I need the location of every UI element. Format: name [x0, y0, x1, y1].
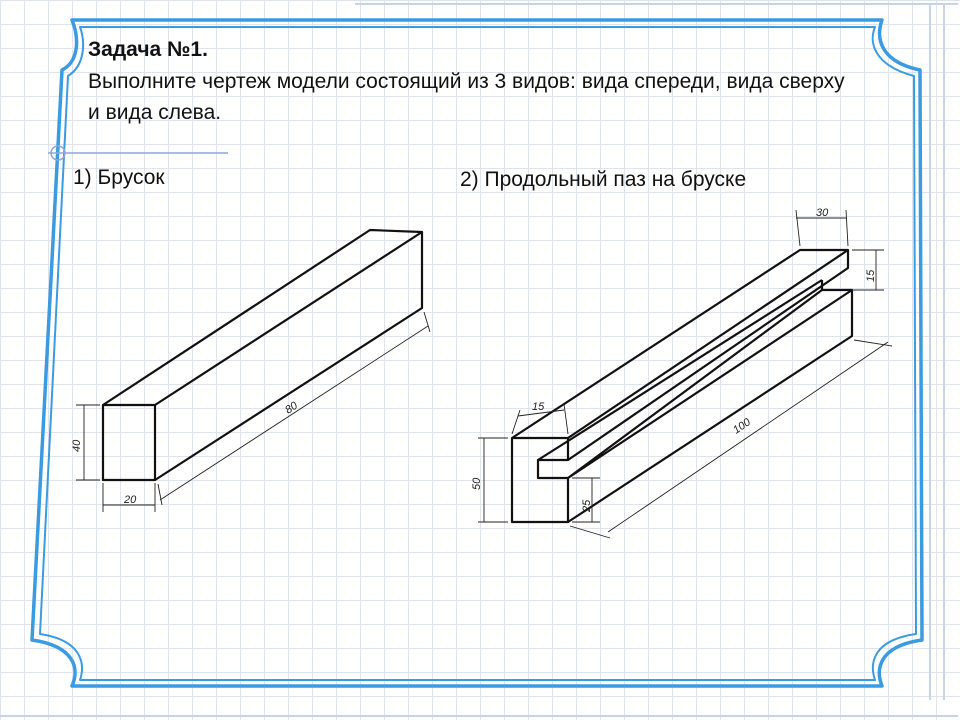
figure-2-drawing: 30 15 15 50 25 100 — [471, 207, 893, 539]
bar-height-dim: 40 — [71, 439, 83, 452]
bar-width-dim: 20 — [123, 494, 137, 506]
slot-length-dim: 100 — [731, 416, 754, 437]
task-title: Задача №1. — [88, 38, 208, 61]
task-description: Выполните чертеж модели состоящий из 3 в… — [88, 70, 845, 124]
bar-top-face — [102, 228, 424, 406]
bar-front-face — [101, 403, 157, 482]
slot-lower-height-dim: 25 — [581, 499, 593, 513]
slot-front-profile — [510, 436, 570, 524]
figure-1-drawing: 40 20 80 — [71, 228, 431, 512]
figure-2-label: 2) Продольный паз на бруске — [460, 168, 747, 191]
bar-length-dim: 80 — [283, 399, 301, 416]
slot-width-dim: 15 — [532, 401, 545, 413]
slot-height-dim: 50 — [471, 477, 483, 490]
figure-1-label: 1) Брусок — [73, 166, 165, 189]
slot-top-width-dim: 30 — [816, 207, 829, 219]
bar-side-edge — [154, 232, 424, 481]
slot-depth-dim: 15 — [865, 269, 877, 282]
